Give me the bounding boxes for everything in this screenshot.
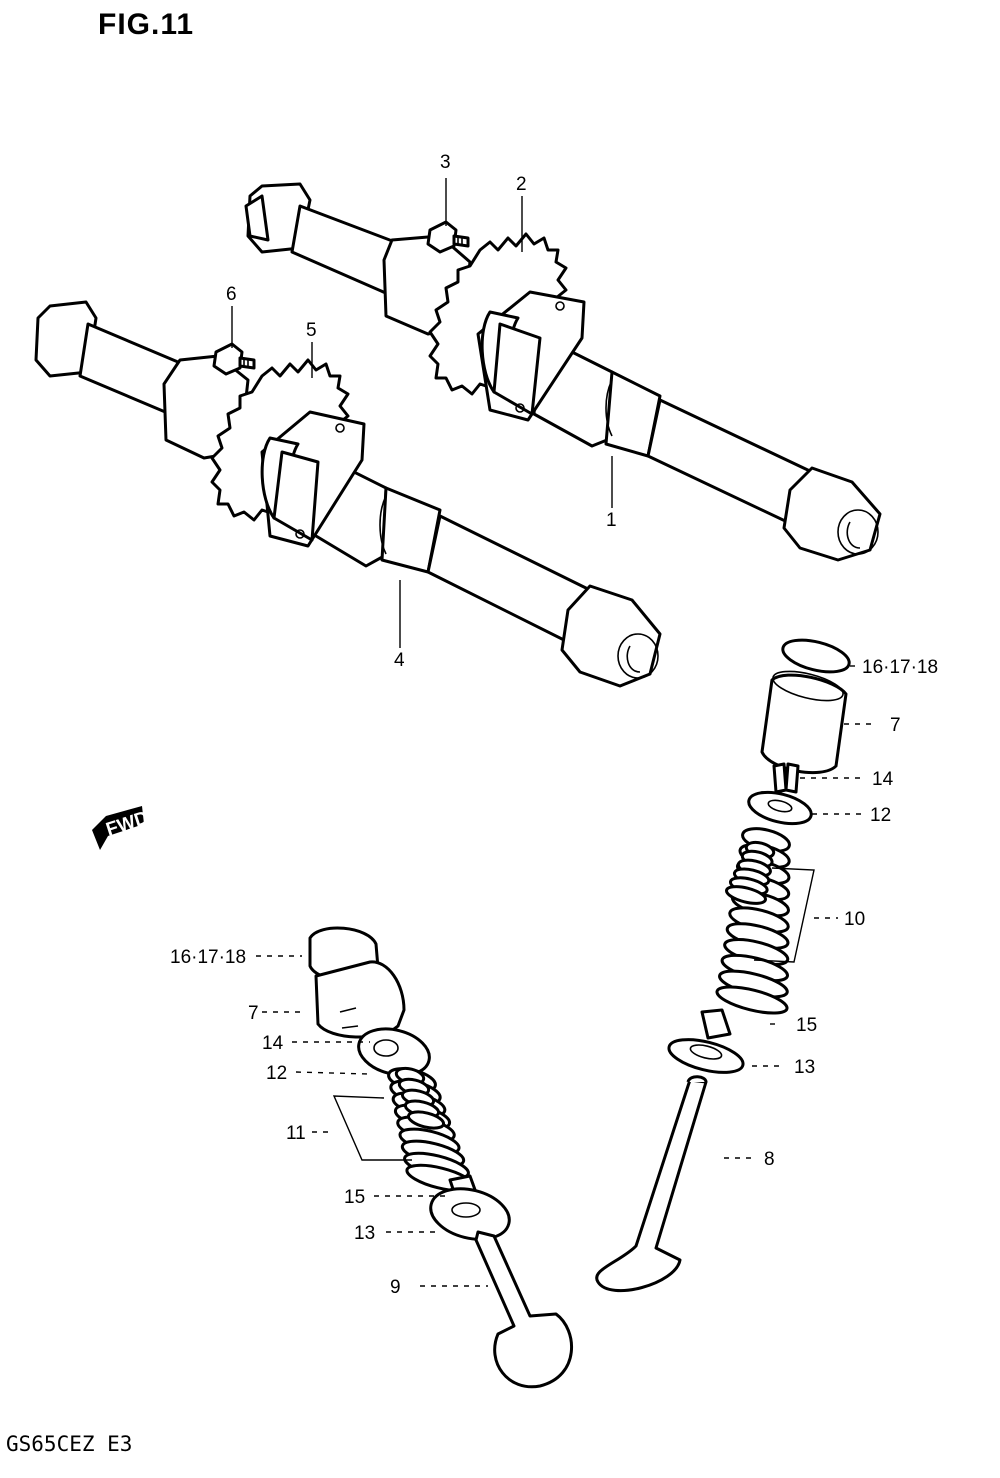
callout-14-left: 14	[262, 1033, 284, 1054]
callout-15-left: 15	[344, 1187, 365, 1208]
seal-right	[700, 1008, 732, 1040]
callout-2: 2	[516, 174, 527, 195]
callout-16-17-18-left: 16·17·18	[170, 947, 246, 968]
retainer-right	[747, 790, 813, 826]
callout-12-right: 12	[870, 805, 891, 826]
callout-11: 11	[286, 1123, 306, 1144]
callout-3: 3	[440, 152, 451, 173]
cam-sprocket-lower	[210, 358, 366, 548]
callout-10: 10	[844, 909, 865, 930]
cotter-right	[772, 762, 800, 794]
bolt-lower	[212, 342, 256, 376]
callout-labels: 3 2 6 5 1 4 16·17·18 7 14 12 10 15 13 8 …	[170, 152, 938, 1298]
intake-valve	[474, 1230, 574, 1389]
leader-lines	[231, 178, 872, 1287]
callout-4: 4	[394, 650, 405, 671]
svg-text:FWD: FWD	[104, 807, 152, 840]
springs-right	[715, 827, 791, 1015]
bolt-upper	[426, 220, 470, 254]
tappet-right	[760, 670, 848, 775]
callout-15-right: 15	[796, 1015, 817, 1036]
seal-seat-left	[429, 1174, 511, 1241]
callout-8: 8	[764, 1149, 775, 1170]
callout-7-right: 7	[890, 715, 901, 736]
shim-right	[781, 638, 851, 674]
callout-1: 1	[606, 510, 617, 531]
callout-6: 6	[226, 284, 237, 305]
callout-7-left: 7	[248, 1003, 259, 1024]
callout-14-right: 14	[872, 769, 894, 790]
springs-left	[387, 1066, 475, 1193]
fwd-arrow: FWD	[92, 806, 151, 850]
camshaft-lower	[34, 300, 662, 688]
callout-13-left: 13	[354, 1223, 375, 1244]
callout-16-17-18-right: 16·17·18	[862, 657, 938, 678]
retainer-left	[357, 1027, 431, 1077]
spring-coil	[715, 985, 789, 1015]
cam-sprocket-upper	[428, 232, 586, 422]
callout-13-right: 13	[794, 1057, 815, 1078]
spring-coil	[725, 885, 767, 905]
seat-right	[667, 1038, 745, 1074]
shim-tappet-left	[308, 926, 406, 1039]
callout-5: 5	[306, 320, 317, 341]
model-code: GS65CEZ E3	[6, 1432, 133, 1456]
callout-12-left: 12	[266, 1063, 287, 1084]
callout-9: 9	[390, 1277, 401, 1298]
figure-title: FIG.11	[98, 8, 195, 41]
exhaust-valve	[595, 1075, 708, 1293]
spring-coil	[406, 1110, 446, 1130]
